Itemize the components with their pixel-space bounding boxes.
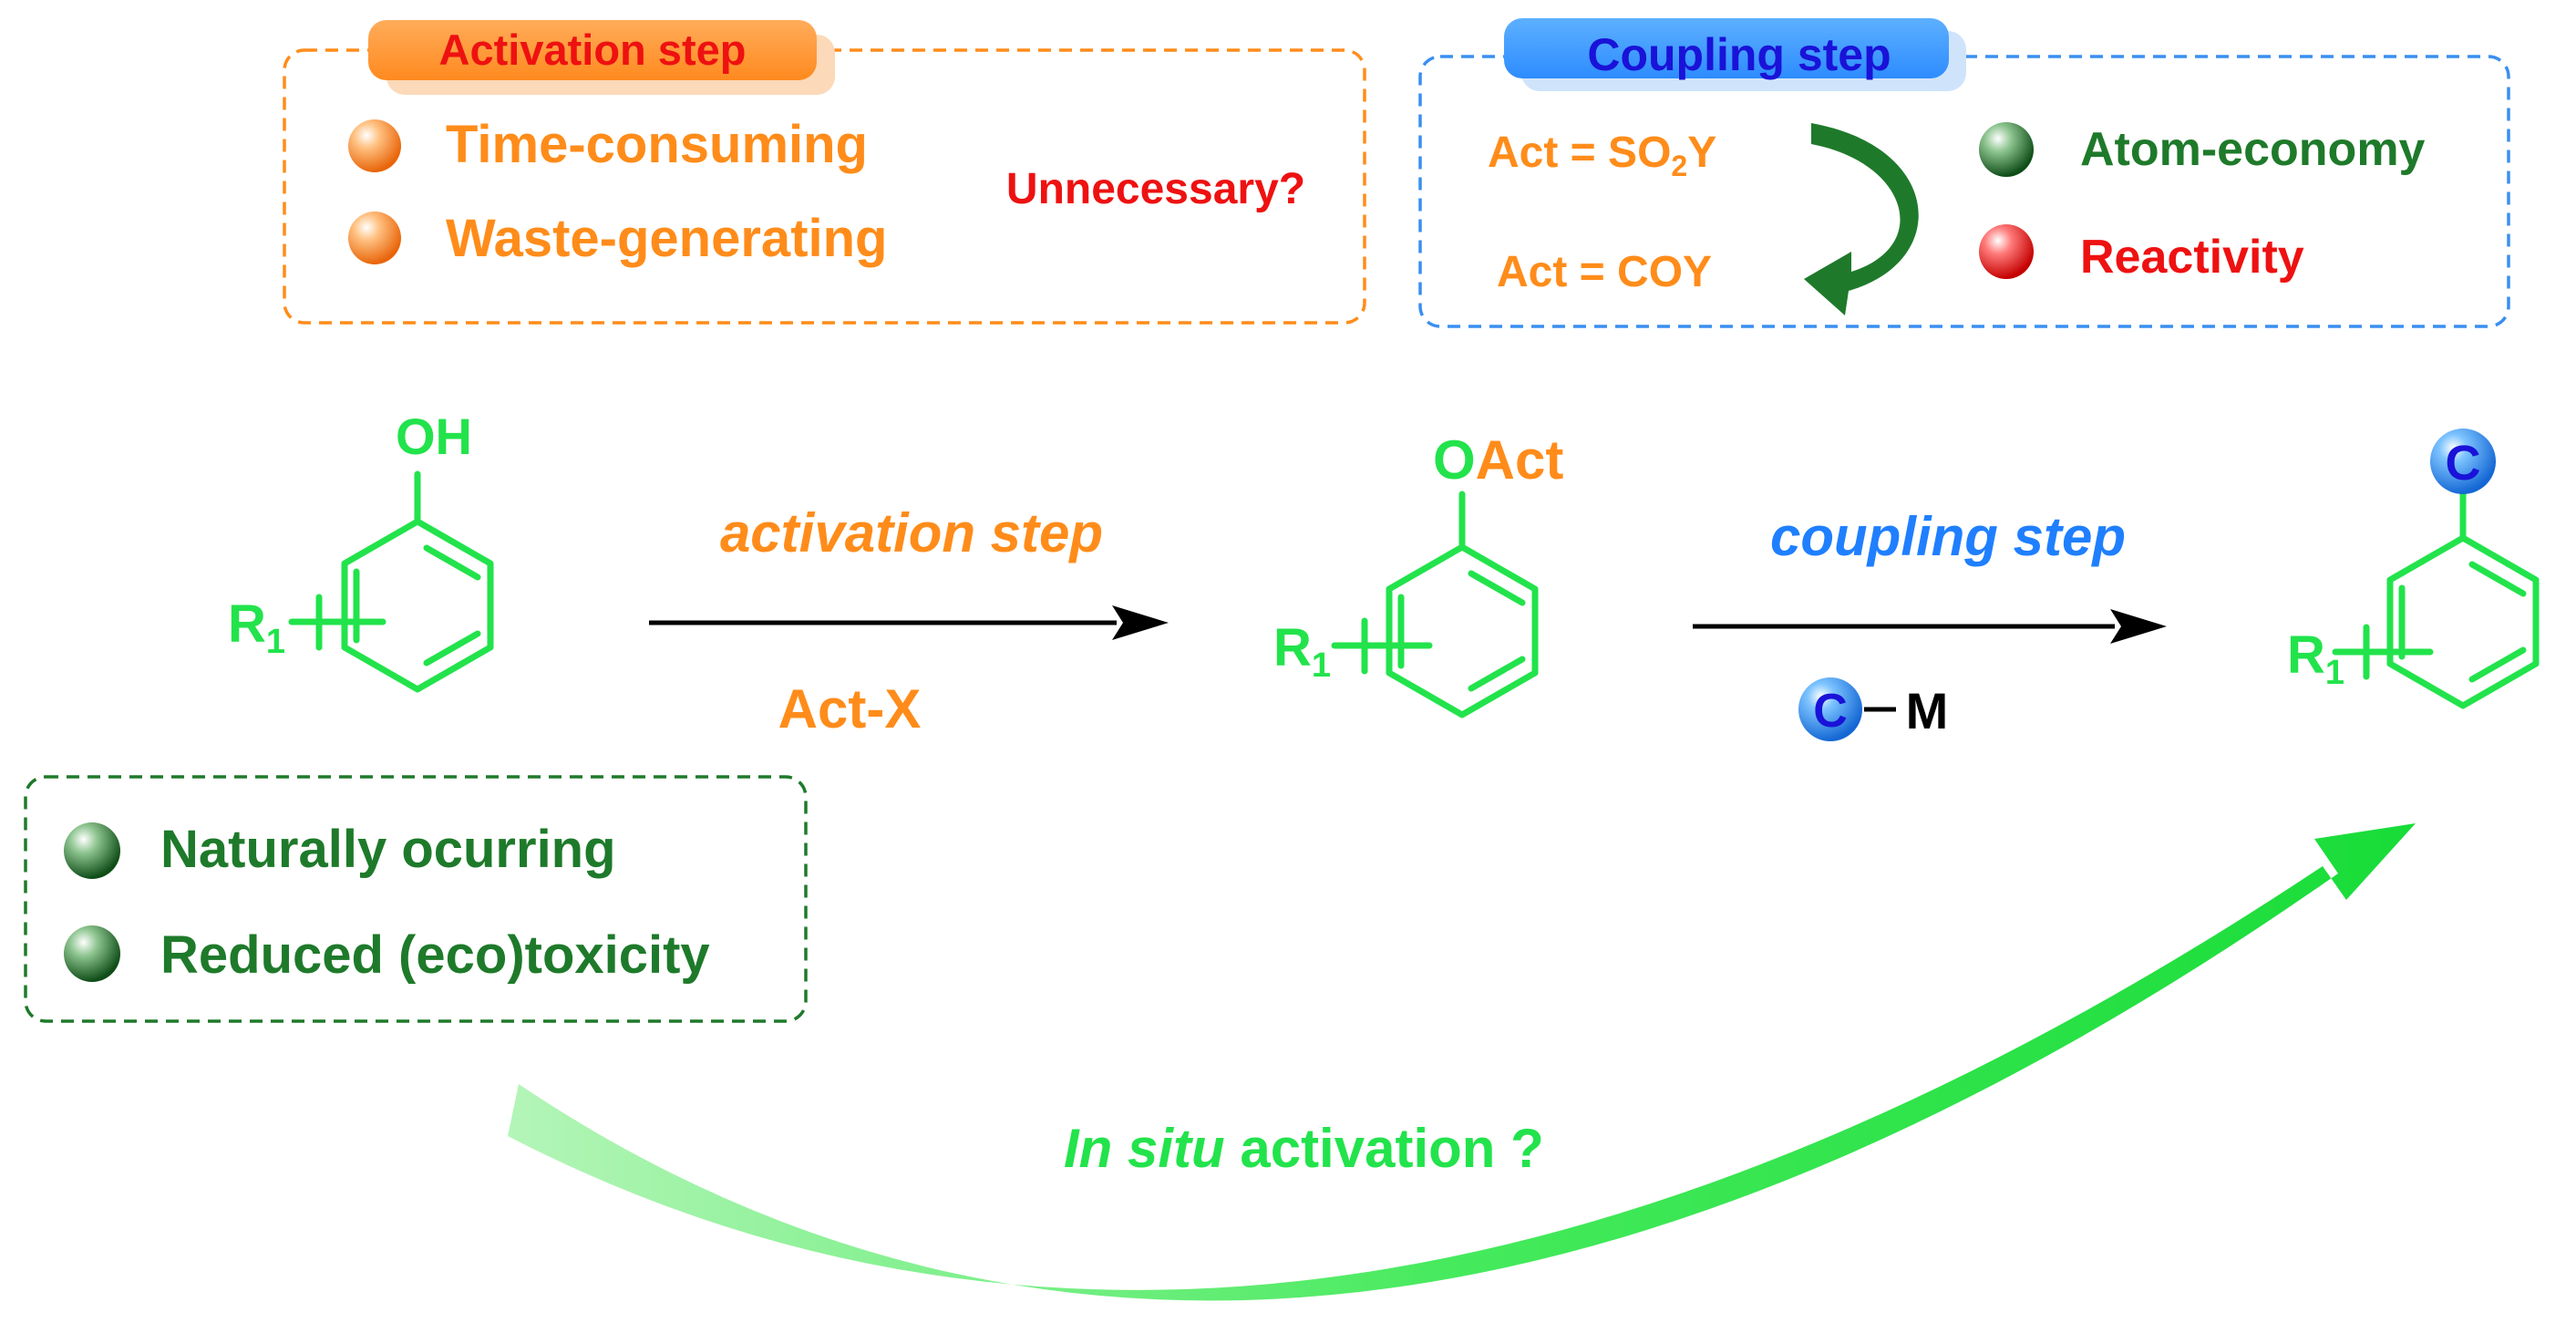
act-so2y-label: Act = SO2Y — [1488, 129, 1716, 182]
coupling-arrow — [1693, 609, 2167, 644]
activation-step-box: Activation step Time-consuming Waste-gen… — [283, 20, 1366, 325]
activation-item-time: Time-consuming — [446, 115, 868, 174]
phenol-advantages-box: Naturally ocurring Reduced (eco)toxicity — [24, 775, 808, 1023]
reagent-c-ball-icon — [1798, 677, 1862, 741]
product-c-ball-icon — [2430, 429, 2496, 494]
product-r-letter: R — [2287, 625, 2325, 685]
intermediate-ring — [1386, 543, 1539, 718]
green-sphere-icon — [1979, 122, 2034, 177]
intermediate-double-bond-a — [1468, 570, 1526, 606]
phenol-double-bond-a — [423, 544, 481, 581]
product-ring — [2386, 534, 2540, 709]
activation-arrowhead — [1112, 605, 1169, 640]
phenol-ring — [341, 518, 494, 693]
product-c-label: C — [2446, 436, 2481, 491]
act-so2y-sub: 2 — [1671, 150, 1687, 182]
oact-act: Act — [1476, 429, 1564, 491]
product-r1-label: R1 — [2287, 625, 2344, 692]
activation-question: activation ? — [1225, 1118, 1544, 1179]
act-x-label: Act-X — [778, 678, 922, 739]
product-double-bond-a — [2468, 561, 2527, 597]
oact-o: O — [1433, 429, 1476, 491]
activation-tab — [368, 20, 817, 80]
intermediate-r-letter: R — [1273, 618, 1312, 677]
activation-box-title: Activation step — [439, 26, 747, 74]
green-sphere-icon — [64, 925, 120, 982]
phenol-double-bond-b — [423, 630, 481, 666]
in-situ-activation-label: In situ activation ? — [1064, 1118, 1544, 1179]
coupling-tab — [1504, 18, 1949, 78]
coupling-arrowhead — [2110, 609, 2167, 644]
coupling-step-label: coupling step — [1770, 506, 2126, 567]
coupling-item-atom-economy: Atom-economy — [2080, 123, 2426, 176]
coupling-item-reactivity: Reactivity — [2080, 231, 2304, 284]
orange-sphere-icon — [348, 212, 401, 264]
product-r-sub: 1 — [2325, 654, 2344, 692]
activation-item-waste: Waste-generating — [446, 209, 887, 268]
coupling-box-title: Coupling step — [1587, 29, 1891, 80]
product-structure — [2332, 489, 2540, 709]
coupling-step-box: Coupling step Act = SO2Y Act = COY Atom-… — [1418, 18, 2510, 328]
product-double-bond-b — [2468, 646, 2527, 683]
act-so2y-tail: Y — [1687, 129, 1716, 177]
act-coy-label: Act = COY — [1497, 248, 1712, 296]
red-sphere-icon — [1979, 224, 2034, 279]
activation-step-label: activation step — [720, 502, 1103, 563]
reagent-c-label: C — [1813, 685, 1848, 738]
phenol-oh-label: OH — [396, 408, 472, 465]
phenol-r-letter: R — [228, 594, 266, 654]
phenol-item-toxicity: Reduced (eco)toxicity — [160, 925, 710, 985]
activated-intermediate-structure — [1331, 491, 1539, 718]
activation-arrow — [649, 605, 1169, 640]
dark-green-curved-arrow-icon — [1804, 123, 1919, 315]
green-gradient-curved-arrow-icon — [508, 823, 2416, 1301]
oact-label: OAct — [1433, 429, 1563, 491]
phenol-r-sub: 1 — [266, 623, 285, 661]
in-situ-italic: In situ — [1064, 1118, 1225, 1179]
activation-box-border — [283, 48, 1366, 325]
orange-sphere-icon — [348, 119, 401, 172]
act-so2y-main: Act = SO — [1488, 129, 1671, 177]
reagent-m-label: M — [1906, 682, 1949, 739]
phenol-item-natural: Naturally ocurring — [160, 820, 616, 879]
phenol-r1-label: R1 — [228, 594, 285, 661]
intermediate-double-bond-b — [1468, 656, 1526, 692]
unnecessary-question: Unnecessary? — [1006, 165, 1305, 213]
green-sphere-icon — [64, 822, 120, 879]
phenol-structure — [288, 470, 494, 693]
intermediate-r1-label: R1 — [1273, 618, 1331, 685]
intermediate-r-sub: 1 — [1312, 646, 1331, 685]
